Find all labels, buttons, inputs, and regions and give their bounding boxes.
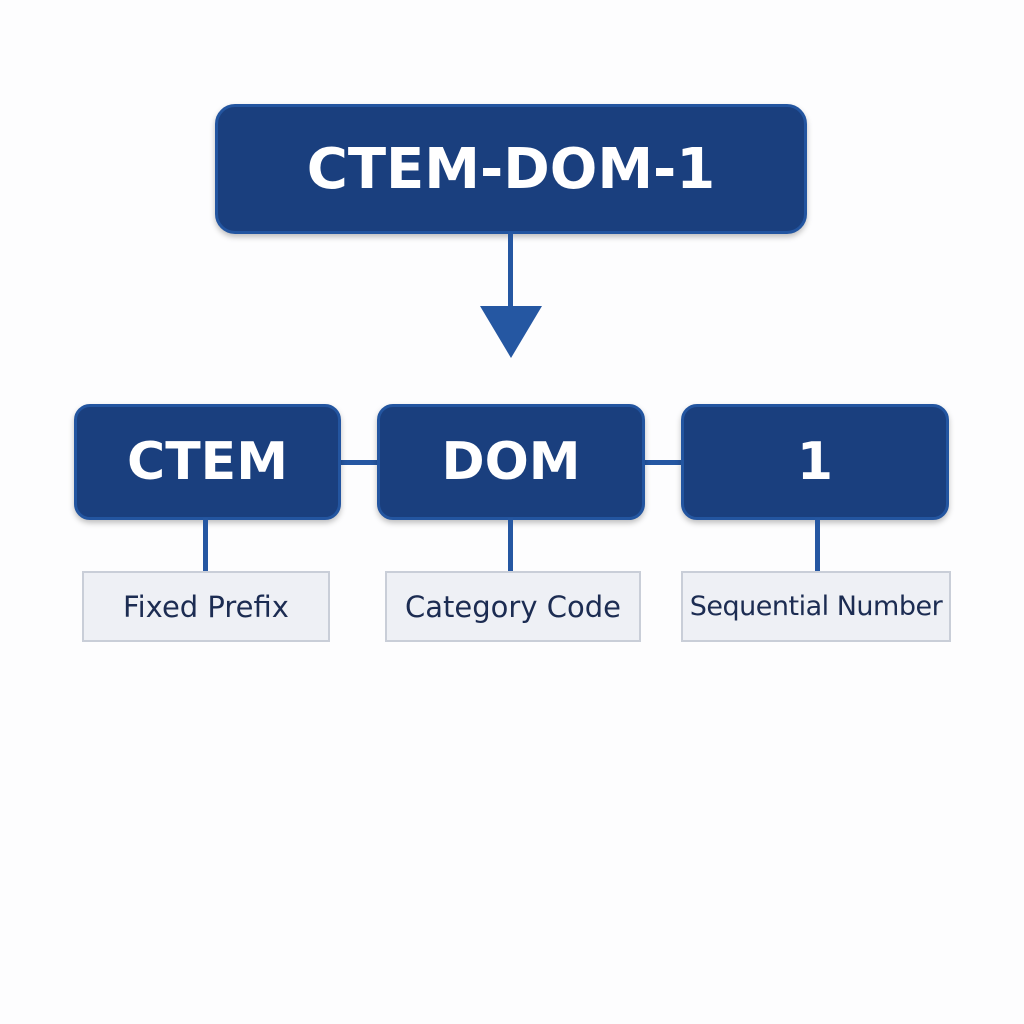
- down-arrow-stem: [508, 232, 513, 312]
- segment-box-category: DOM: [377, 404, 645, 520]
- segment-box-number: 1: [681, 404, 949, 520]
- connector-category-number: [643, 460, 683, 465]
- connector-prefix-label: [203, 518, 208, 573]
- label-sequential-number: Sequential Number: [681, 571, 951, 642]
- label-fixed-prefix: Fixed Prefix: [82, 571, 330, 642]
- connector-category-label: [508, 518, 513, 573]
- label-category-code: Category Code: [385, 571, 641, 642]
- segment-box-prefix: CTEM: [74, 404, 341, 520]
- down-arrow-head-icon: [480, 306, 542, 358]
- full-code-box: CTEM-DOM-1: [215, 104, 807, 234]
- connector-number-label: [815, 518, 820, 573]
- connector-prefix-category: [339, 460, 379, 465]
